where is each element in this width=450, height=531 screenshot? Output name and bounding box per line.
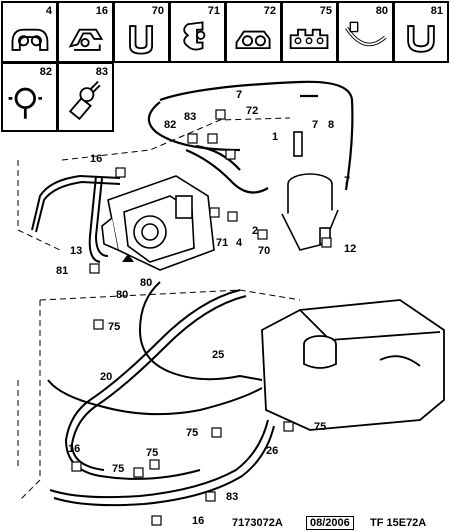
callout-label: 25 — [212, 349, 224, 361]
legend-cell-75: 75 — [281, 1, 338, 63]
legend-cell-82: 82 — [1, 62, 58, 132]
callout-label: 83 — [184, 111, 196, 123]
drawing-date: 08/2006 — [306, 516, 354, 530]
drawing-code: TF 15E72A — [370, 517, 427, 529]
callout-label: 7 — [236, 89, 242, 101]
legend-number: 81 — [430, 5, 443, 17]
legend-cell-4: 4 — [1, 1, 58, 63]
legend-number: 16 — [95, 5, 108, 17]
callout-label: 75 — [146, 447, 158, 459]
callout-label: 1 — [272, 131, 278, 143]
callout-label: 81 — [56, 265, 68, 277]
clip-fitting-icon — [68, 80, 101, 121]
callout-label: 75 — [314, 421, 326, 433]
callout-label: 82 — [164, 119, 176, 131]
callout-label: 20 — [100, 371, 112, 383]
legend-cell-83: 83 — [57, 62, 114, 132]
legend-cell-71: 71 — [169, 1, 226, 63]
callout-label: 4 — [236, 237, 243, 249]
clip-double-icon — [11, 28, 49, 51]
callout-label: 83 — [226, 491, 238, 503]
callout-label: 26 — [266, 445, 278, 457]
drawing-reference: 7173072A — [232, 517, 283, 529]
legend-number: 80 — [375, 5, 388, 17]
legend-number: 71 — [207, 5, 220, 17]
legend-number: 4 — [45, 5, 52, 17]
callout-label: 75 — [186, 427, 198, 439]
legend-number: 72 — [263, 5, 276, 17]
legend-number: 82 — [39, 66, 52, 78]
callout-label: 16 — [68, 443, 80, 455]
callout-label: 12 — [344, 243, 356, 255]
legend-number: 75 — [319, 5, 332, 17]
callout-label: 75 — [112, 463, 124, 475]
callout-label: 72 — [246, 105, 258, 117]
callout-label: 7 — [312, 119, 318, 131]
callout-label: 7 — [344, 175, 350, 187]
callout-label: 2 — [252, 225, 258, 237]
clip-twin-icon — [235, 30, 271, 50]
legend-number: 83 — [95, 66, 108, 78]
clip-spring-icon — [183, 21, 206, 51]
callout-label: 16 — [90, 153, 102, 165]
legend-cell-81: 81 — [393, 1, 449, 63]
clip-p-icon — [407, 25, 435, 53]
callout-label: 8 — [328, 119, 334, 131]
callout-label: 71 — [216, 237, 228, 249]
callout-label: 70 — [258, 245, 270, 257]
clip-u-icon — [129, 25, 153, 55]
legend-number: 70 — [151, 5, 164, 17]
callout-label: 80 — [140, 277, 152, 289]
clip-multi-icon — [68, 28, 104, 51]
callout-label: 75 — [108, 321, 120, 333]
hose-clamp-icon — [345, 21, 387, 47]
legend-cell-80: 80 — [337, 1, 394, 63]
callout-label: 16 — [192, 515, 204, 527]
clip-round-icon — [8, 87, 43, 119]
clip-quad-icon — [289, 28, 329, 50]
callout-label: 13 — [70, 245, 82, 257]
callout-label: 80 — [116, 289, 128, 301]
